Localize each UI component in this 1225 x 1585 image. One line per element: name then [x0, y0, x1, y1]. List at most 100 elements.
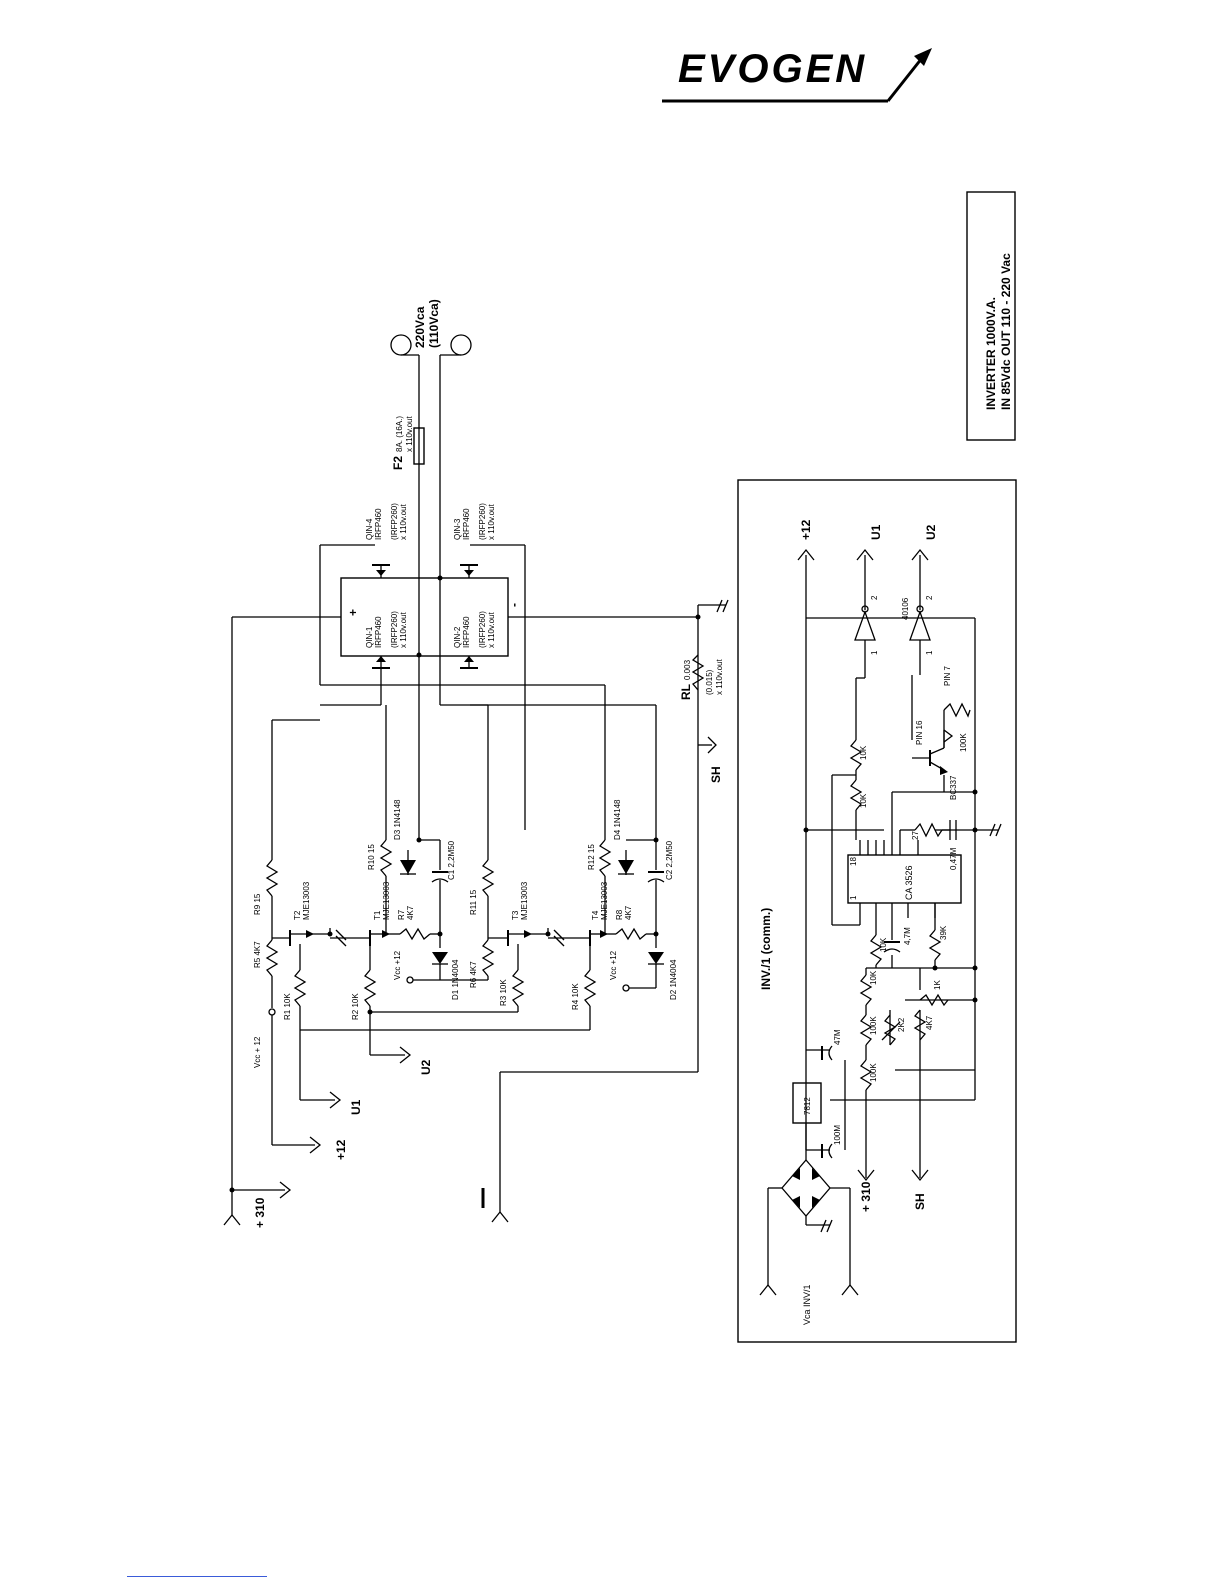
svg-text:+ 310: + 310 [859, 1181, 873, 1212]
fuse-f2: F2 8A. (16A.) x 110v.out [391, 415, 425, 470]
label-110vca: (110Vca) [427, 299, 441, 348]
svg-text:R8: R8 [615, 909, 624, 920]
svg-text:BC337: BC337 [949, 775, 958, 800]
control-board-title: INV./1 (comm.) [759, 908, 773, 990]
svg-text:100K: 100K [869, 1063, 878, 1082]
driver-right: R11 15 R6 4K7 T3 MJE13003 R3 10K T4 MJE1… [300, 685, 678, 1031]
svg-text:IRFP460: IRFP460 [462, 508, 471, 540]
svg-text:C2 2,2M50: C2 2,2M50 [665, 840, 674, 880]
svg-text:Vcc + 12: Vcc + 12 [253, 1036, 262, 1068]
svg-text:1: 1 [925, 650, 934, 655]
shunt-rl: RL 0.003 (0.015) x 110v.out SH [679, 654, 724, 783]
svg-text:CA 3526: CA 3526 [904, 865, 914, 900]
title-line2: IN 85Vdc OUT 110 - 220 Vac [999, 253, 1013, 410]
label-plus: + [346, 609, 360, 616]
logo-text: EVOGEN [678, 47, 867, 91]
svg-text:T3: T3 [511, 910, 520, 920]
label-220vca: 220Vca [413, 306, 427, 348]
svg-text:7812: 7812 [803, 1097, 812, 1115]
svg-text:27: 27 [911, 831, 920, 840]
svg-text:(IRFP260): (IRFP260) [478, 503, 487, 540]
svg-text:4K7: 4K7 [406, 905, 415, 920]
svg-text:Vcc +12: Vcc +12 [609, 950, 618, 980]
evogen-logo: EVOGEN [662, 47, 932, 103]
svg-text:10K: 10K [859, 793, 868, 808]
svg-text:(IRFP260): (IRFP260) [390, 611, 399, 648]
footer-underline[interactable] [127, 1576, 267, 1577]
svg-text:100K: 100K [869, 1016, 878, 1035]
svg-text:IRFP460: IRFP460 [462, 616, 471, 648]
svg-text:10K: 10K [869, 970, 878, 985]
svg-text:Vca INV/1: Vca INV/1 [802, 1284, 812, 1325]
svg-text:U2: U2 [419, 1059, 433, 1075]
svg-text:PIN 7: PIN 7 [943, 665, 952, 686]
svg-text:x 110v.out: x 110v.out [399, 611, 408, 648]
svg-text:IRFP460: IRFP460 [374, 508, 383, 540]
svg-text:1: 1 [849, 895, 858, 900]
label-sh: SH [709, 766, 723, 783]
svg-text:x 110v.out: x 110v.out [487, 503, 496, 540]
svg-text:U2: U2 [924, 524, 938, 540]
svg-text:1K: 1K [933, 980, 942, 990]
svg-text:PIN 16: PIN 16 [915, 720, 924, 745]
svg-text:x 110v.out: x 110v.out [487, 611, 496, 648]
svg-text:R11 15: R11 15 [469, 889, 478, 915]
svg-text:+ 310: + 310 [253, 1197, 267, 1228]
mosfet-bridge: + - QIN-4 IRFP460 (IRFP260) x 110v.out Q… [319, 503, 605, 830]
svg-text:4K7: 4K7 [624, 905, 633, 920]
svg-text:+12: +12 [799, 519, 813, 540]
svg-text:R1 10K: R1 10K [283, 993, 292, 1020]
svg-text:39K: 39K [939, 925, 948, 940]
svg-text:R12 15: R12 15 [587, 844, 596, 870]
svg-text:SH: SH [913, 1193, 927, 1210]
qin4-symbol [372, 564, 390, 578]
svg-text:R6 4K7: R6 4K7 [469, 961, 478, 988]
svg-text:(0.015): (0.015) [705, 669, 714, 695]
svg-text:1: 1 [870, 650, 879, 655]
svg-text:IRFP460: IRFP460 [374, 616, 383, 648]
svg-text:0.003: 0.003 [683, 659, 692, 680]
svg-text:T2: T2 [293, 910, 302, 920]
svg-text:C1 2,2M50: C1 2,2M50 [447, 840, 456, 880]
svg-text:+12: +12 [334, 1139, 348, 1160]
svg-text:10K: 10K [859, 745, 868, 760]
svg-text:2: 2 [925, 595, 934, 600]
svg-text:QIN-4: QIN-4 [365, 518, 374, 540]
svg-text:T4: T4 [591, 910, 600, 920]
svg-text:x 110v.out: x 110v.out [399, 503, 408, 540]
svg-text:R7: R7 [397, 909, 406, 920]
svg-text:4,7M: 4,7M [903, 927, 912, 945]
label-f2: F2 [391, 456, 405, 470]
svg-text:QIN-3: QIN-3 [453, 518, 462, 540]
qin2-symbol [460, 656, 478, 669]
svg-text:40106: 40106 [901, 597, 910, 620]
svg-text:T1: T1 [373, 910, 382, 920]
svg-text:8A. (16A.): 8A. (16A.) [395, 416, 404, 452]
svg-text:10K: 10K [879, 937, 888, 952]
output-terminals: 220Vca (110Vca) [390, 299, 472, 705]
svg-text:Vcc +12: Vcc +12 [393, 950, 402, 980]
svg-text:100K: 100K [959, 733, 968, 752]
svg-text:R4 10K: R4 10K [571, 983, 580, 1010]
svg-text:R2 10K: R2 10K [351, 993, 360, 1020]
power-rails [223, 599, 729, 1226]
svg-text:x 110v.out: x 110v.out [405, 415, 414, 452]
svg-text:QIN-2: QIN-2 [453, 626, 462, 648]
svg-text:R3 10K: R3 10K [499, 979, 508, 1006]
svg-text:(IRFP260): (IRFP260) [390, 503, 399, 540]
control-board: INV./1 (comm.) +12 U1 U2 2 1 2 1 40106 C… [737, 479, 1017, 1343]
svg-text:R5 4K7: R5 4K7 [253, 941, 262, 968]
svg-text:U1: U1 [869, 524, 883, 540]
svg-text:2: 2 [870, 595, 879, 600]
title-box: INVERTER 1000V.A. IN 85Vdc OUT 110 - 220… [966, 191, 1016, 441]
svg-text:(IRFP260): (IRFP260) [478, 611, 487, 648]
svg-text:18: 18 [849, 857, 858, 866]
qin1-symbol [372, 656, 390, 669]
svg-text:x 110v.out: x 110v.out [715, 658, 724, 695]
svg-text:100M: 100M [833, 1125, 842, 1145]
svg-text:U1: U1 [349, 1099, 363, 1115]
svg-text:47M: 47M [833, 1029, 842, 1045]
svg-text:0,47M: 0,47M [949, 847, 958, 870]
driver-left: R9 15 R5 4K7 Vcc + 12 +12 + 310 T2 MJE13… [253, 655, 460, 1228]
